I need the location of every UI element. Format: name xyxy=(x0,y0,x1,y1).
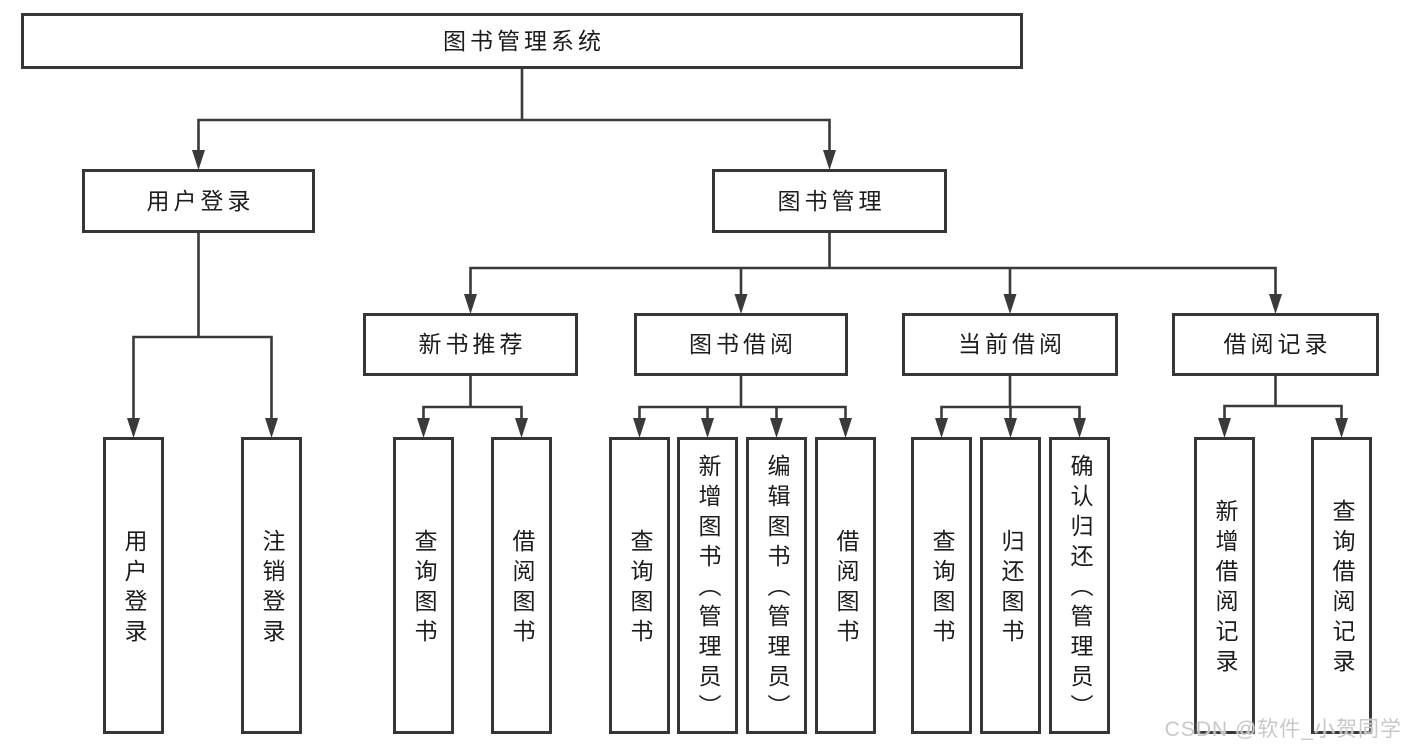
node-label-leaf-br-add-record: 新增借阅记录 xyxy=(1212,499,1238,679)
node-label-leaf-nb-query-book: 查询图书 xyxy=(411,529,437,649)
arrowhead-icon xyxy=(1073,418,1086,438)
arrowhead-icon xyxy=(1003,294,1017,314)
node-borrowing-records: 借阅记录 xyxy=(1172,313,1379,376)
edge-lines xyxy=(1223,374,1343,426)
arrowhead-icon xyxy=(770,418,783,438)
node-label-leaf-cb-return-book: 归还图书 xyxy=(998,529,1024,649)
edge-lines xyxy=(197,67,831,158)
node-leaf-bb-edit-book: 编辑图书（管理员） xyxy=(746,437,807,734)
edge-lines xyxy=(940,374,1081,426)
node-label-leaf-bb-edit-book: 编辑图书（管理员） xyxy=(764,454,790,724)
arrowhead-icon xyxy=(265,418,278,438)
node-system-root: 图书管理系统 xyxy=(21,13,1023,69)
node-label-leaf-cb-query-book: 查询图书 xyxy=(929,529,955,649)
edge-lines xyxy=(422,374,523,426)
node-label-leaf-user-login: 用户登录 xyxy=(121,529,147,649)
node-book-borrowing: 图书借阅 xyxy=(634,313,848,376)
edge-from-current-borrowing xyxy=(935,374,1086,438)
arrowhead-icon xyxy=(515,418,528,438)
node-label-book-management: 图书管理 xyxy=(777,187,886,214)
edge-from-book-management xyxy=(464,231,1282,314)
node-label-book-borrowing: 图书借阅 xyxy=(689,331,797,357)
node-leaf-cb-query-book: 查询图书 xyxy=(911,437,972,734)
node-leaf-br-query-record: 查询借阅记录 xyxy=(1311,437,1372,734)
arrowhead-icon xyxy=(127,418,140,438)
node-leaf-br-add-record: 新增借阅记录 xyxy=(1194,437,1255,734)
edge-from-user-login xyxy=(127,231,278,438)
node-label-leaf-bb-borrow-book: 借阅图书 xyxy=(833,529,859,649)
arrowhead-icon xyxy=(823,150,836,170)
node-leaf-cb-return-book: 归还图书 xyxy=(980,437,1041,734)
arrowhead-icon xyxy=(1218,418,1231,438)
node-leaf-logout: 注销登录 xyxy=(241,437,302,734)
node-leaf-bb-add-book: 新增图书（管理员） xyxy=(677,437,738,734)
node-new-book-recommend: 新书推荐 xyxy=(363,313,578,376)
node-leaf-bb-query-book: 查询图书 xyxy=(609,437,670,734)
node-current-borrowing: 当前借阅 xyxy=(902,313,1118,376)
node-book-management: 图书管理 xyxy=(712,169,947,233)
node-label-leaf-nb-borrow-book: 借阅图书 xyxy=(509,529,535,649)
node-label-leaf-cb-confirm-return: 确认归还（管理员） xyxy=(1067,454,1093,724)
arrowhead-icon xyxy=(1004,418,1017,438)
edge-lines xyxy=(469,231,1277,302)
arrowhead-icon xyxy=(192,150,205,170)
node-label-system-root: 图书管理系统 xyxy=(443,27,605,54)
edge-from-borrowing-records xyxy=(1218,374,1348,438)
node-leaf-bb-borrow-book: 借阅图书 xyxy=(815,437,876,734)
arrowhead-icon xyxy=(734,294,748,314)
arrowhead-icon xyxy=(417,418,430,438)
edge-from-book-borrowing xyxy=(633,374,852,438)
node-label-borrowing-records: 借阅记录 xyxy=(1223,331,1332,357)
node-leaf-nb-query-book: 查询图书 xyxy=(393,437,454,734)
node-label-leaf-bb-query-book: 查询图书 xyxy=(627,529,653,649)
node-label-leaf-bb-add-book: 新增图书（管理员） xyxy=(695,454,721,724)
node-label-new-book-recommend: 新书推荐 xyxy=(418,331,527,357)
arrowhead-icon xyxy=(464,294,477,314)
arrowhead-icon xyxy=(701,418,714,438)
node-label-leaf-br-query-record: 查询借阅记录 xyxy=(1329,499,1355,679)
arrowhead-icon xyxy=(935,418,948,438)
edge-lines xyxy=(132,231,273,426)
edge-from-system-root xyxy=(192,67,836,170)
arrowhead-icon xyxy=(839,418,852,438)
node-user-login: 用户登录 xyxy=(82,169,315,233)
node-label-current-borrowing: 当前借阅 xyxy=(958,331,1066,357)
arrowhead-icon xyxy=(633,418,646,438)
edge-lines xyxy=(638,374,847,426)
node-label-leaf-logout: 注销登录 xyxy=(259,529,285,649)
node-leaf-cb-confirm-return: 确认归还（管理员） xyxy=(1049,437,1110,734)
edge-from-new-book-recommend xyxy=(417,374,528,438)
node-label-user-login: 用户登录 xyxy=(146,187,255,214)
node-leaf-user-login: 用户登录 xyxy=(103,437,164,734)
node-leaf-nb-borrow-book: 借阅图书 xyxy=(491,437,552,734)
arrowhead-icon xyxy=(1269,294,1282,314)
arrowhead-icon xyxy=(1335,418,1348,438)
